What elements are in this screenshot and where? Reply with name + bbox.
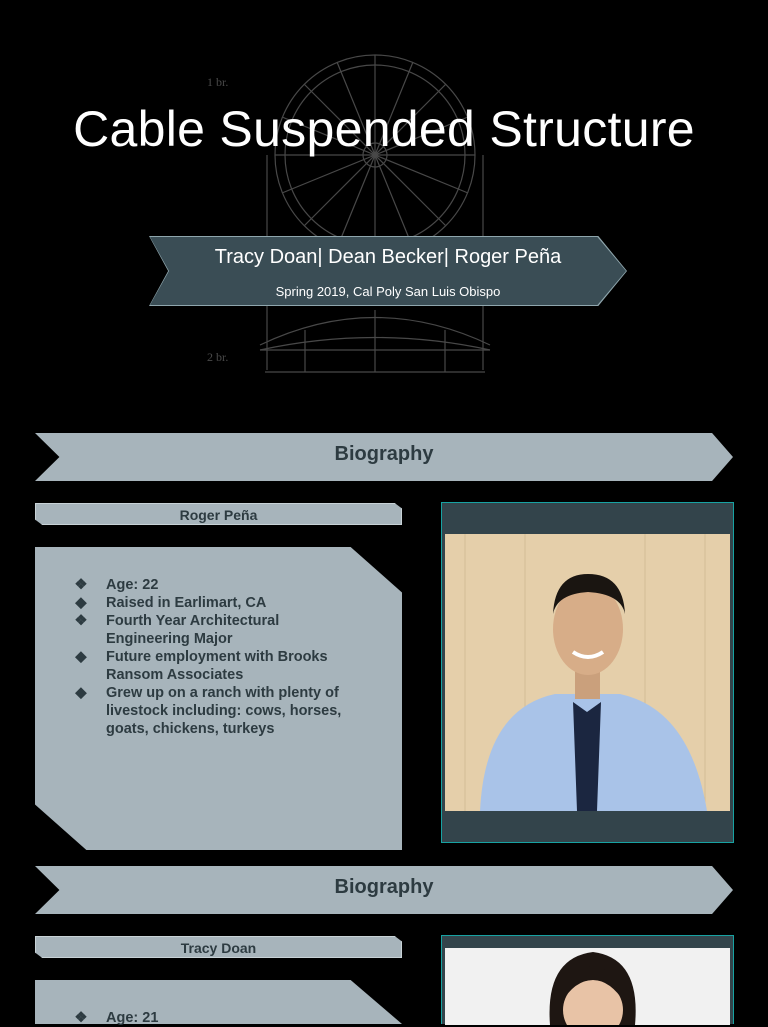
portrait-photo	[445, 948, 730, 1025]
person-portrait	[445, 534, 730, 811]
portrait-frame	[441, 935, 734, 1025]
list-item: ❖Age: 22	[72, 576, 362, 594]
sketch-label-bottom: 2 br.	[207, 350, 228, 364]
list-item: ❖Fourth Year Architectural Engineering M…	[72, 612, 362, 648]
diamond-outline-icon: ❖	[74, 577, 88, 593]
diamond-icon: ◆	[75, 595, 87, 611]
person-portrait	[445, 948, 730, 1025]
bio-name: Tracy Doan	[180, 940, 257, 956]
list-item: ◆Future employment with Brooks Ransom As…	[72, 648, 362, 684]
list-item: ◆Grew up on a ranch with plenty of lives…	[72, 684, 362, 738]
bio-list: ❖Age: 22 ◆Raised in Earlimart, CA ❖Fourt…	[72, 576, 362, 738]
list-item: ◆Raised in Earlimart, CA	[72, 594, 362, 612]
section-banner	[35, 866, 733, 914]
diamond-outline-icon: ❖	[74, 613, 88, 629]
diamond-icon: ◆	[75, 649, 87, 665]
list-item: ❖Age: 21	[72, 1009, 362, 1027]
portrait-frame	[441, 502, 734, 843]
sketch-label-top: 1 br.	[207, 75, 228, 89]
bio-name: Roger Peña	[179, 507, 258, 523]
author-ribbon	[150, 237, 626, 305]
diamond-icon: ◆	[75, 685, 87, 701]
poster-subtitle: Spring 2019, Cal Poly San Luis Obispo	[275, 284, 501, 299]
bio-name-bar	[35, 503, 402, 525]
author-names: Tracy Doan| Dean Becker| Roger Peña	[214, 246, 562, 268]
section-banner-label: Biography	[334, 443, 434, 465]
poster-title: Cable Suspended Structure	[73, 101, 695, 157]
section-banner-label: Biography	[334, 876, 434, 898]
bio-name-bar	[35, 936, 402, 958]
portrait-photo	[445, 534, 730, 811]
bio-list: ❖Age: 21	[72, 1009, 362, 1027]
bio-panel	[35, 547, 402, 850]
diamond-outline-icon: ❖	[74, 1010, 88, 1026]
bio-panel	[35, 980, 402, 1024]
section-banner	[35, 433, 733, 481]
